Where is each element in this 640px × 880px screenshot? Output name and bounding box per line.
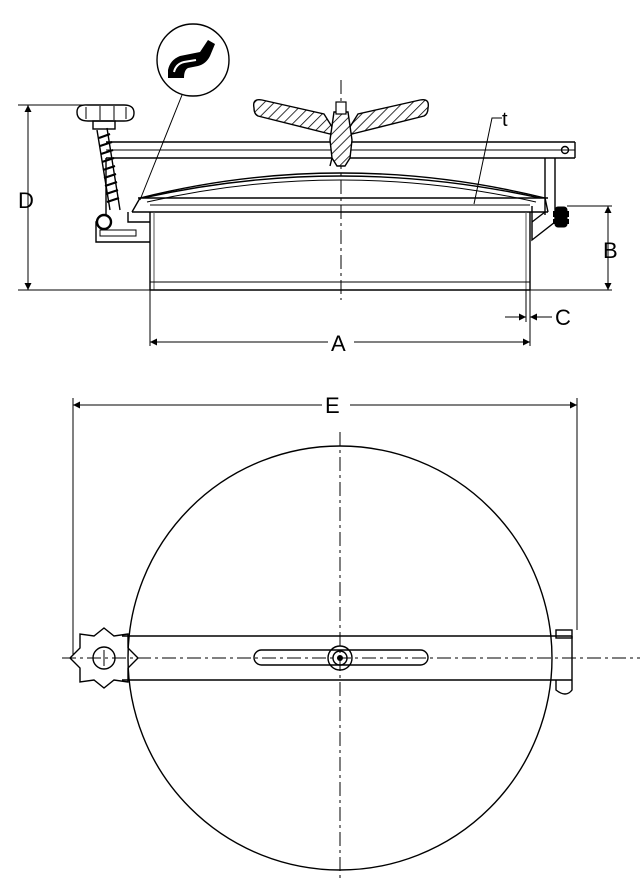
thickness-leader: t bbox=[473, 109, 508, 205]
domed-lid bbox=[131, 172, 549, 213]
handwheel-side bbox=[252, 98, 430, 167]
label-a: A bbox=[331, 331, 346, 356]
manhole-collar bbox=[149, 212, 531, 291]
dimension-a: A bbox=[149, 290, 531, 356]
dimension-e: E bbox=[72, 393, 578, 655]
detail-callout bbox=[139, 23, 230, 201]
side-view: t D B C A bbox=[18, 23, 618, 356]
star-knob-icon bbox=[69, 627, 139, 689]
label-t: t bbox=[502, 109, 508, 131]
center-hub bbox=[327, 645, 353, 671]
yoke-bar-plan bbox=[122, 629, 573, 695]
clamp-spindle bbox=[95, 127, 121, 231]
label-b: B bbox=[603, 238, 618, 263]
label-d: D bbox=[18, 188, 34, 213]
dimension-c: C bbox=[505, 290, 571, 330]
plan-view: E bbox=[62, 393, 640, 878]
gasket-profile-icon bbox=[168, 40, 215, 78]
star-knob-side bbox=[76, 104, 135, 130]
label-e: E bbox=[325, 393, 340, 418]
label-c: C bbox=[555, 305, 571, 330]
hinge-bracket bbox=[531, 158, 612, 242]
dimension-d: D bbox=[18, 104, 150, 291]
dimension-b: B bbox=[530, 206, 618, 291]
